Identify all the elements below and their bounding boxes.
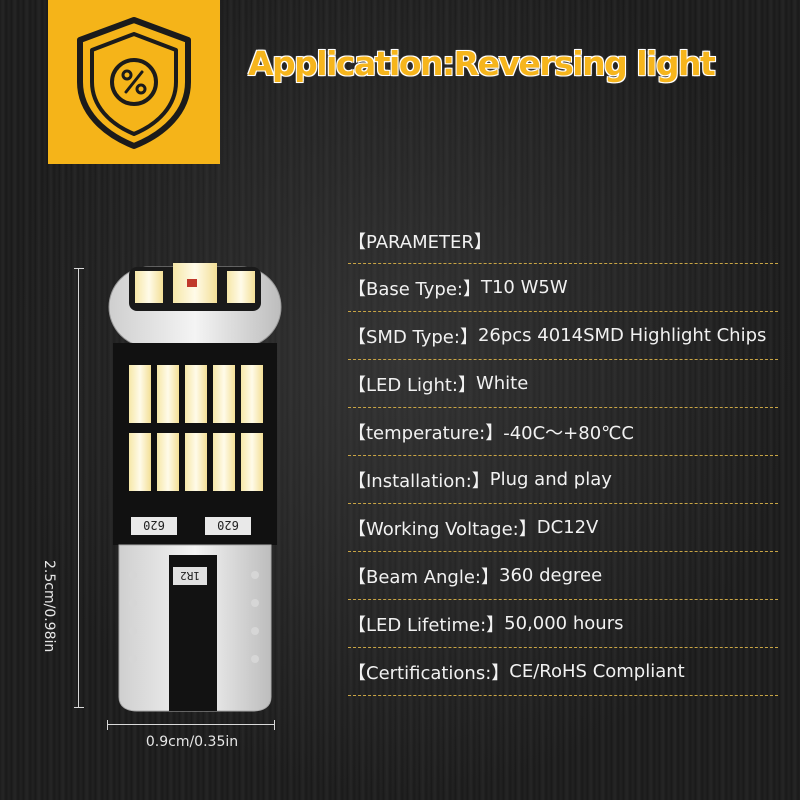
parameter-label: 【LED Lifetime:】	[348, 614, 505, 636]
parameter-value: DC12V	[536, 517, 599, 538]
parameter-label: 【Certifications:】	[348, 662, 510, 684]
parameter-value: 26pcs 4014SMD Highlight Chips	[477, 325, 767, 346]
parameter-row: 【Base Type:】T10 W5W	[348, 264, 778, 312]
parameter-header: 【PARAMETER】	[348, 231, 492, 253]
resistor-label: 620	[143, 518, 165, 532]
parameter-value: White	[475, 373, 529, 394]
shield-percent-icon	[77, 17, 191, 149]
parameter-value: 360 degree	[499, 565, 603, 586]
parameter-label: 【temperature:】	[348, 422, 504, 444]
parameter-row: 【SMD Type:】26pcs 4014SMD Highlight Chips	[348, 312, 778, 360]
parameter-label: 【Installation:】	[348, 470, 490, 492]
parameter-header-row: 【PARAMETER】	[348, 218, 778, 264]
width-dimension-line	[107, 720, 275, 733]
parameter-row: 【Installation:】Plug and play	[348, 456, 778, 504]
parameter-row: 【Beam Angle:】360 degree	[348, 552, 778, 600]
height-dimension-line	[74, 268, 89, 708]
chip-label: 1R2	[180, 569, 200, 582]
parameter-row: 【Working Voltage:】 DC12V	[348, 504, 778, 552]
headline: Application:Reversing light	[248, 44, 716, 83]
parameter-label: 【Beam Angle:】	[348, 566, 499, 588]
height-dimension-label: 2.5cm/0.98in	[41, 560, 57, 653]
parameter-row: 【temperature:】-40C～+80℃C	[348, 408, 778, 456]
parameter-label: 【Working Voltage:】	[348, 518, 537, 540]
parameter-label: 【LED Light:】	[348, 374, 476, 396]
parameter-row: 【Certifications:】CE/RoHS Compliant	[348, 648, 778, 696]
parameter-value: T10 W5W	[480, 277, 568, 298]
parameter-label: 【SMD Type:】	[348, 326, 478, 348]
parameter-list: 【PARAMETER】 【Base Type:】T10 W5W 【SMD Typ…	[348, 218, 778, 696]
parameter-value: 50,000 hours	[504, 613, 624, 634]
parameter-value: Plug and play	[489, 469, 612, 490]
width-dimension-label: 0.9cm/0.35in	[145, 734, 239, 750]
resistor-label: 620	[217, 518, 239, 532]
parameter-row: 【LED Light:】White	[348, 360, 778, 408]
parameter-label: 【Base Type:】	[348, 278, 481, 300]
led-bulb-image: 620 620 1R2	[108, 263, 282, 712]
parameter-row: 【LED Lifetime:】50,000 hours	[348, 600, 778, 648]
parameter-value: CE/RoHS Compliant	[509, 661, 685, 682]
discount-badge	[48, 0, 220, 164]
parameter-value: -40C～+80℃C	[503, 422, 634, 444]
